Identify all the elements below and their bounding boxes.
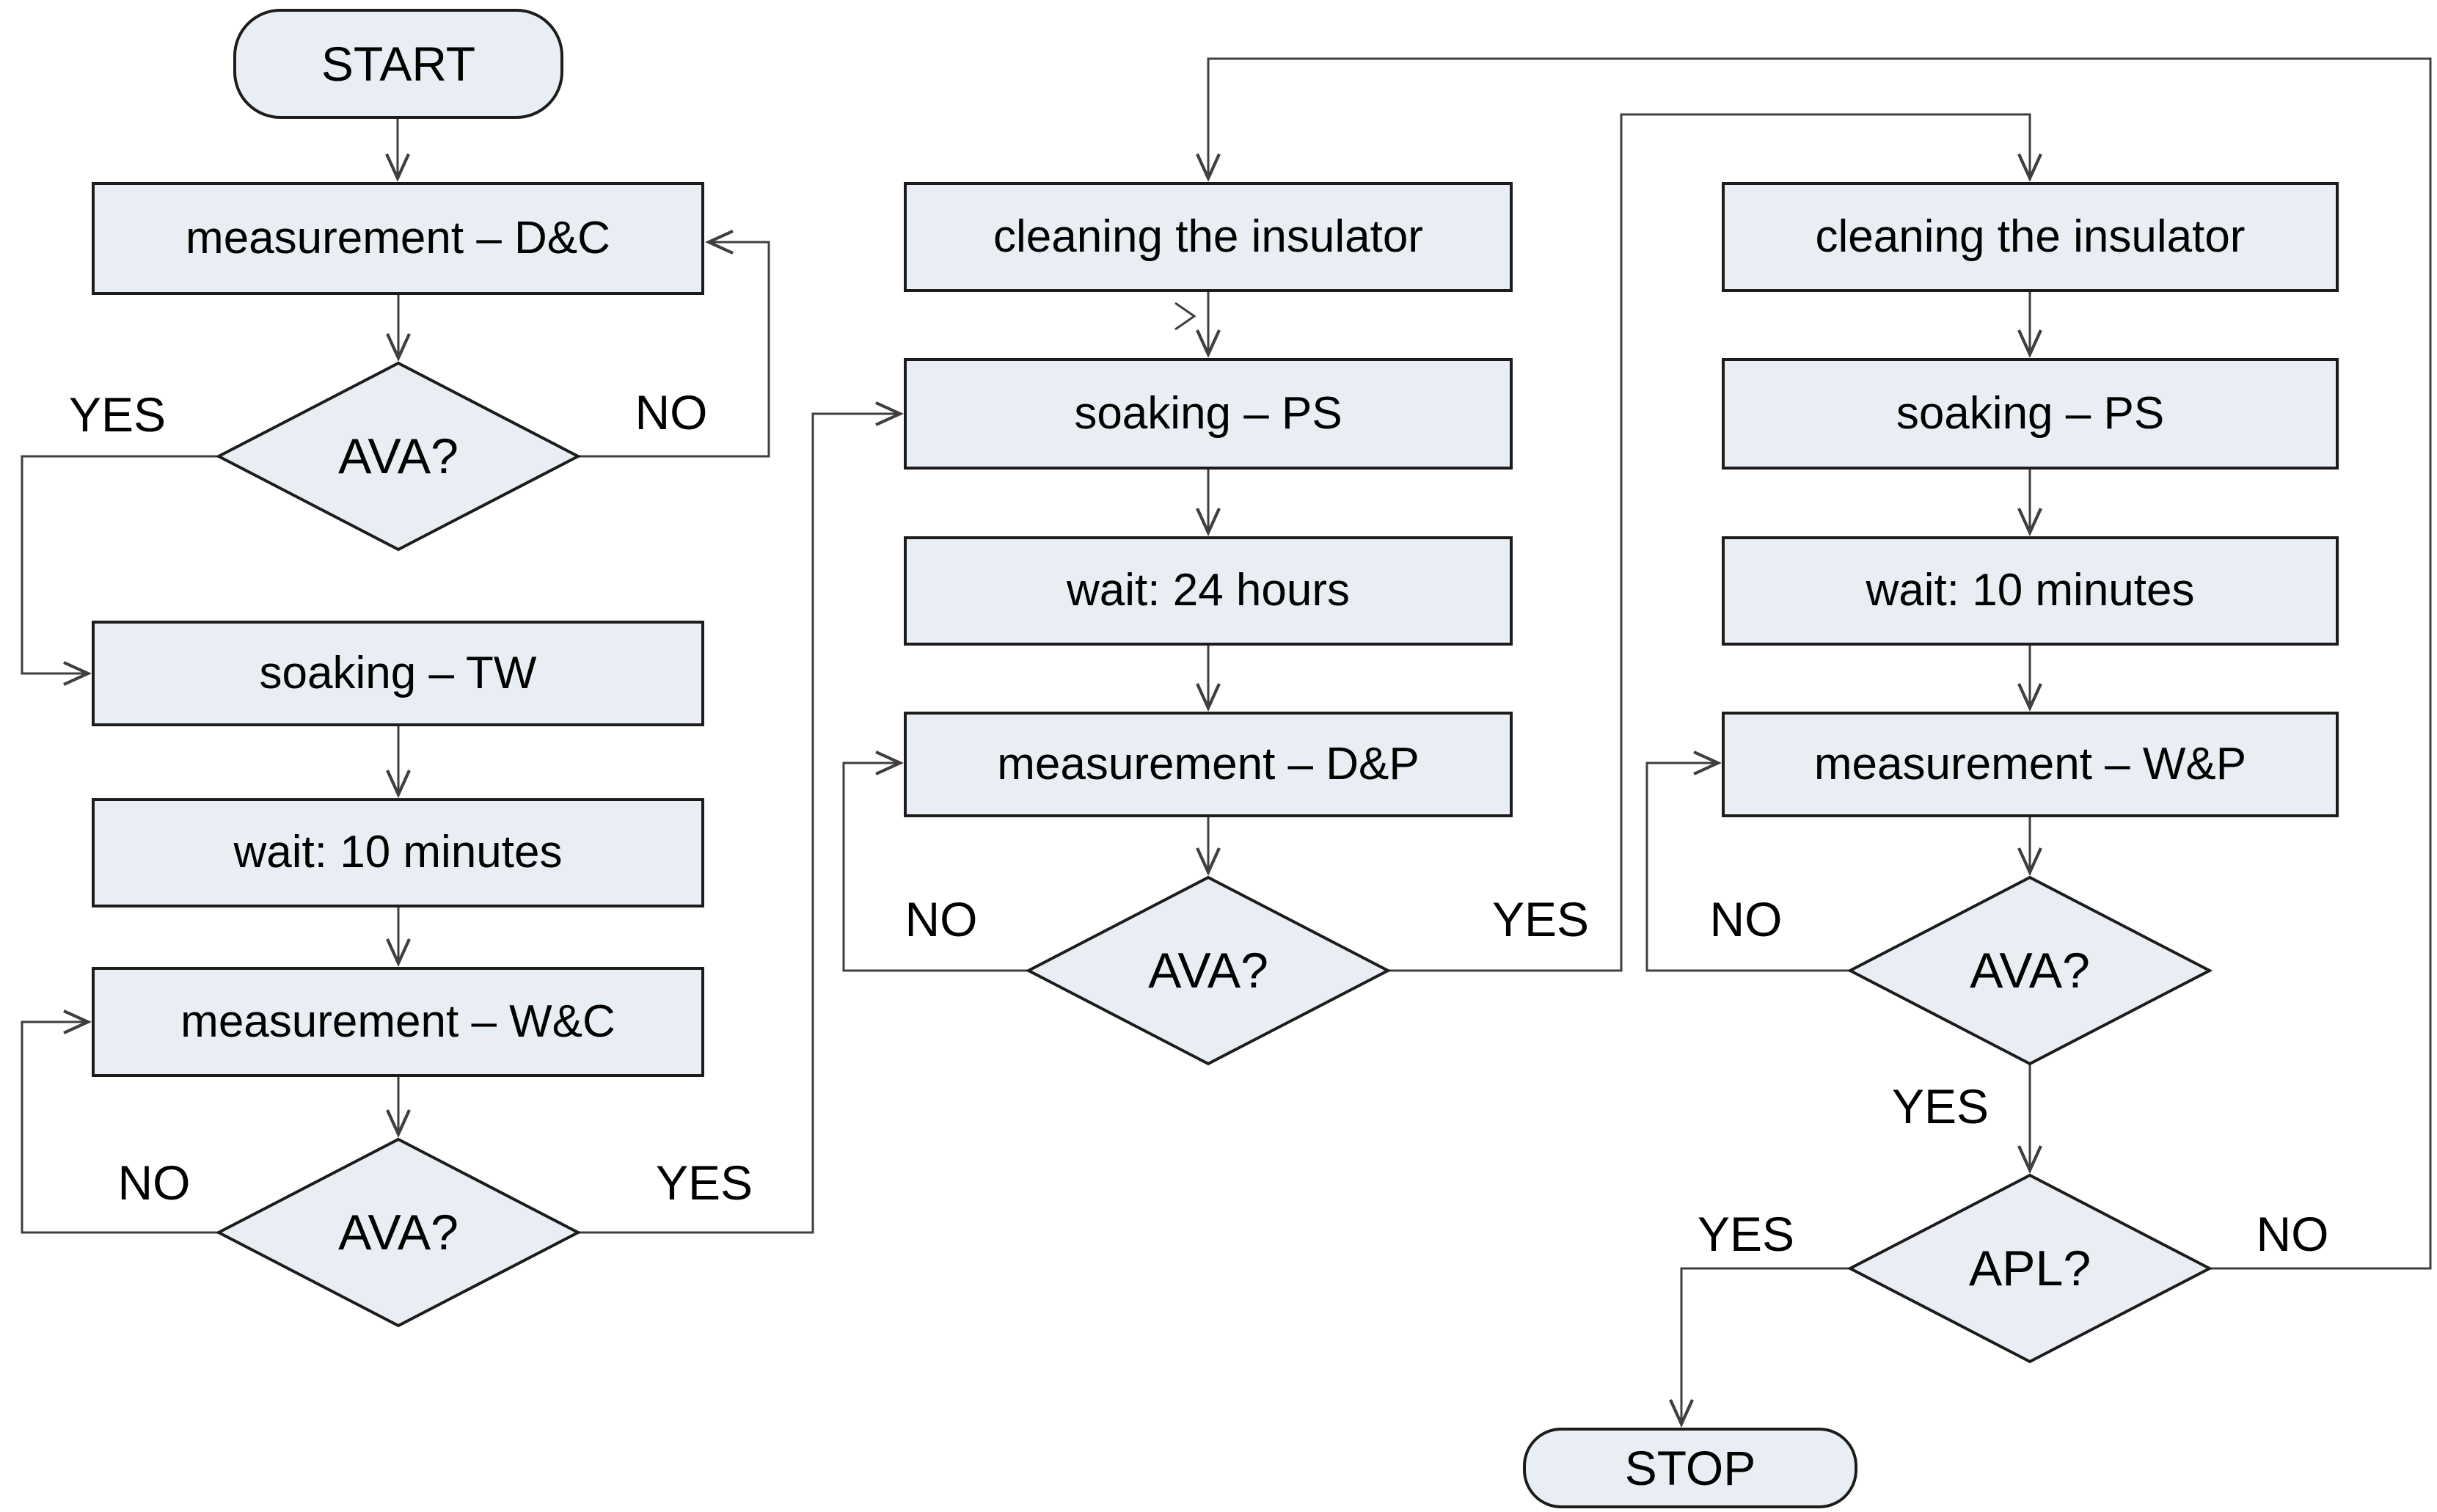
soaking-ps-right-shape bbox=[1722, 358, 2339, 470]
ava4-decision-shape bbox=[1846, 875, 2213, 1066]
edge-ava4-no-loop bbox=[1645, 763, 1850, 972]
ava1-decision-shape bbox=[215, 361, 582, 552]
start-terminal-shape bbox=[233, 9, 563, 119]
cleaning-insulator-mid-shape bbox=[904, 182, 1513, 292]
edge-ava2-no-loop bbox=[21, 1022, 219, 1234]
edge-ava1-no-loop bbox=[578, 242, 770, 458]
measurement-dp-shape bbox=[904, 712, 1513, 817]
wait-10-minutes-right-shape bbox=[1722, 536, 2339, 646]
edge-ava3-yes-to-clean-right bbox=[1388, 113, 2030, 972]
edge-ava2-yes-to-soaking-ps-mid bbox=[578, 414, 900, 1234]
wait-24-hours-shape bbox=[904, 536, 1513, 646]
ava3-decision-shape bbox=[1025, 875, 1392, 1066]
edge-apl-no-outer-loop bbox=[1208, 57, 2432, 1270]
cleaning-insulator-right-shape bbox=[1722, 182, 2339, 292]
edge-apl-yes-to-stop bbox=[1681, 1267, 1850, 1424]
stop-terminal-shape bbox=[1523, 1428, 1857, 1508]
edge-ava1-yes-to-soaking-tw bbox=[21, 455, 219, 673]
ava2-decision-shape bbox=[215, 1137, 582, 1328]
soaking-ps-mid-shape bbox=[904, 358, 1513, 470]
measurement-wc-shape bbox=[92, 967, 704, 1077]
stray-chevron-arrowhead-icon bbox=[1174, 302, 1196, 331]
wait-10-minutes-left-shape bbox=[92, 798, 704, 907]
apl-decision-shape bbox=[1846, 1173, 2213, 1364]
measurement-wp-shape bbox=[1722, 712, 2339, 817]
soaking-tw-shape bbox=[92, 621, 704, 726]
edge-ava3-no-loop bbox=[842, 763, 1028, 972]
measurement-dc-shape bbox=[92, 182, 704, 295]
